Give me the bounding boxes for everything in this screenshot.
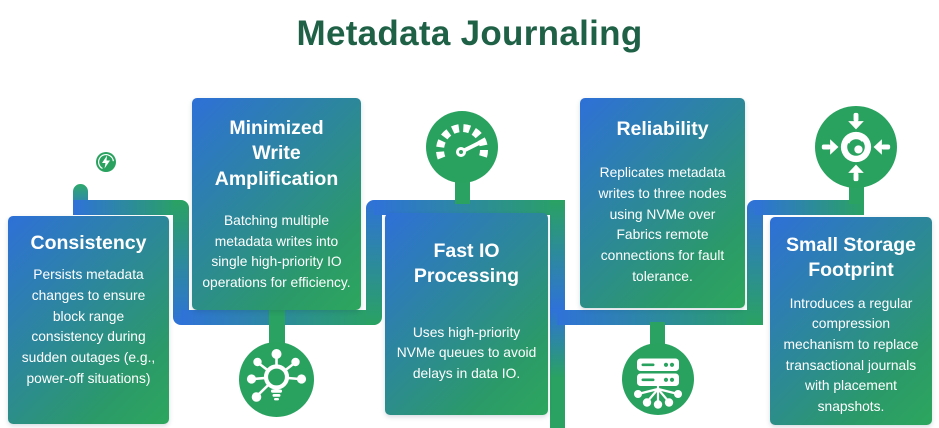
- card-body: Uses high-priority NVMe queues to avoid …: [396, 324, 537, 382]
- card-fast-io-processing: Fast IO Processing Uses high-priority NV…: [385, 213, 548, 415]
- idea-network-icon: [239, 342, 314, 417]
- connector-segment: [73, 200, 181, 215]
- card-heading: Fast IO Processing: [413, 240, 520, 288]
- gauge-icon-stem: [455, 176, 470, 204]
- card-heading: Minimized Write Amplification: [214, 117, 339, 190]
- card-heading: Reliability: [616, 118, 709, 140]
- connector-segment: [747, 200, 763, 325]
- connector-segment: [366, 200, 382, 325]
- card-minimized-write-amplification: Minimized Write Amplification Batching m…: [192, 98, 361, 310]
- card-consistency: Consistency Persists metadata changes to…: [8, 216, 169, 424]
- card-small-storage-footprint: Small Storage Footprint Introduces a reg…: [770, 217, 932, 425]
- server-icon-stem: [650, 322, 665, 348]
- card-body: Introduces a regular compression mechani…: [783, 295, 919, 415]
- card-heading: Small Storage Footprint: [785, 234, 917, 282]
- idea-icon-stem: [269, 308, 285, 346]
- flash-icon: [95, 151, 117, 173]
- card-body: Persists metadata changes to ensure bloc…: [21, 267, 156, 386]
- card-body: Batching multiple metadata writes into s…: [202, 213, 351, 291]
- card-heading: Consistency: [30, 232, 147, 254]
- gauge-icon: [426, 111, 498, 183]
- card-body: Replicates metadata writes to three node…: [598, 165, 727, 284]
- connector-segment: [173, 200, 189, 325]
- server-network-icon: [622, 343, 694, 415]
- compress-icon: [815, 106, 897, 188]
- connector-segment: [557, 310, 763, 325]
- card-reliability: Reliability Replicates metadata writes t…: [580, 98, 745, 308]
- connector-segment: [755, 200, 864, 215]
- page-title: Metadata Journaling: [296, 14, 643, 53]
- connector-segment: [374, 200, 565, 215]
